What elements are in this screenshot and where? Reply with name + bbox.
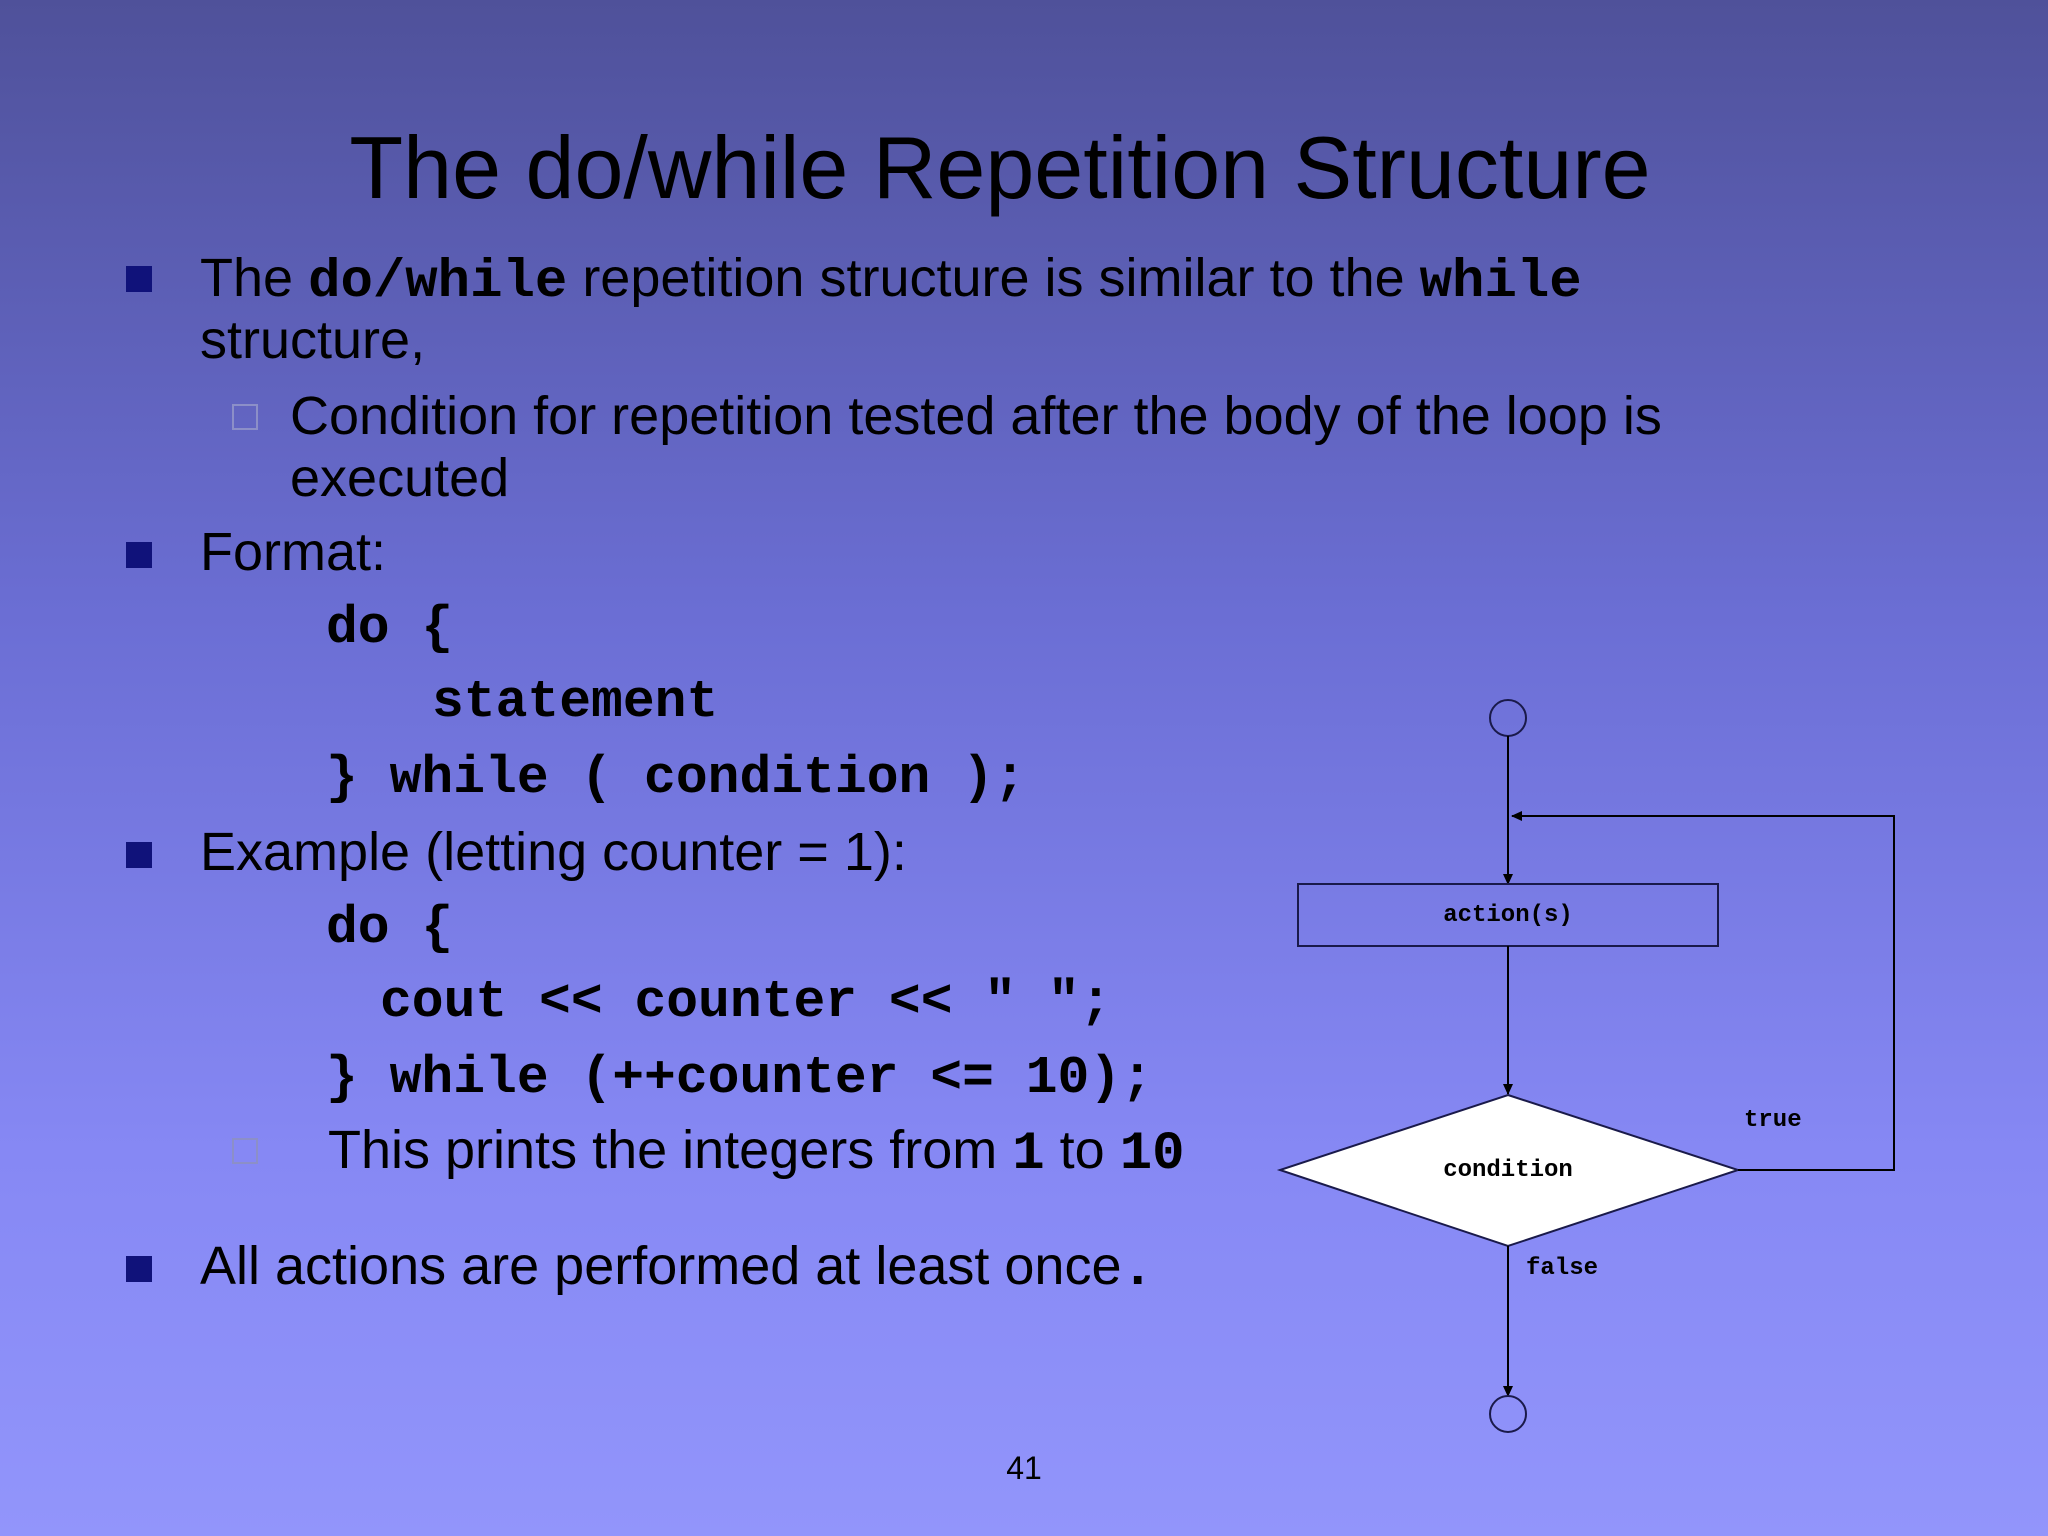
- page-number: 41: [1006, 1450, 1042, 1486]
- format-code-line-1: do {: [326, 598, 454, 658]
- slide-title: The do/while Repetition Structure: [349, 118, 1651, 217]
- example-code-line-2: cout << counter << " ";: [380, 972, 1112, 1032]
- bullet-4-text: All actions are performed at least once: [200, 1236, 1122, 1296]
- true-label: true: [1744, 1107, 1802, 1134]
- bullet-marker: [126, 842, 152, 868]
- sub-bullet-2-middle: to: [1044, 1120, 1120, 1180]
- sub-bullet-marker: [232, 404, 258, 430]
- action-label: action(s): [1443, 902, 1573, 929]
- bullet-1-line-1: The do/while repetition structure is sim…: [200, 246, 1582, 315]
- sub-bullet-1-line-2: executed: [290, 448, 510, 508]
- sub-bullet-marker: [232, 1138, 258, 1164]
- bullet-marker: [126, 542, 152, 568]
- true-loop-line: [1511, 811, 1895, 1171]
- sub-bullet-2-code-1: 1: [1012, 1124, 1045, 1185]
- bullet-2-text: Format:: [200, 522, 387, 582]
- bullet-1-middle: repetition structure is similar to the: [567, 248, 1420, 308]
- sub-bullet-1-line-1: Condition for repetition tested after th…: [290, 386, 1662, 446]
- bullet-marker: [126, 1256, 152, 1282]
- bullet-4-line: All actions are performed at least once.: [200, 1234, 1154, 1303]
- bullet-marker: [126, 266, 152, 292]
- sub-bullet-2-code-10: 10: [1119, 1124, 1185, 1185]
- bullet-1-code-while: while: [1419, 252, 1582, 313]
- condition-label: condition: [1443, 1157, 1573, 1184]
- bullet-4-period: .: [1121, 1240, 1154, 1301]
- bullet-3-text: Example (letting counter = 1):: [200, 822, 907, 882]
- bullet-1-code-dowhile: do/while: [308, 252, 568, 313]
- bullet-1-line-2: structure,: [200, 310, 426, 370]
- false-label: false: [1526, 1255, 1598, 1282]
- format-code-line-3: } while ( condition );: [326, 748, 1026, 808]
- example-code-line-1: do {: [326, 898, 454, 958]
- sub-bullet-2-prefix: This prints the integers from: [328, 1120, 1013, 1180]
- bullet-1-prefix: The: [200, 248, 309, 308]
- format-code-line-2: statement: [432, 672, 719, 732]
- start-circle: [1489, 699, 1527, 737]
- end-circle: [1489, 1395, 1527, 1433]
- sub-bullet-2-line: This prints the integers from 1 to 10: [328, 1118, 1185, 1187]
- example-code-line-3: } while (++counter <= 10);: [326, 1048, 1153, 1108]
